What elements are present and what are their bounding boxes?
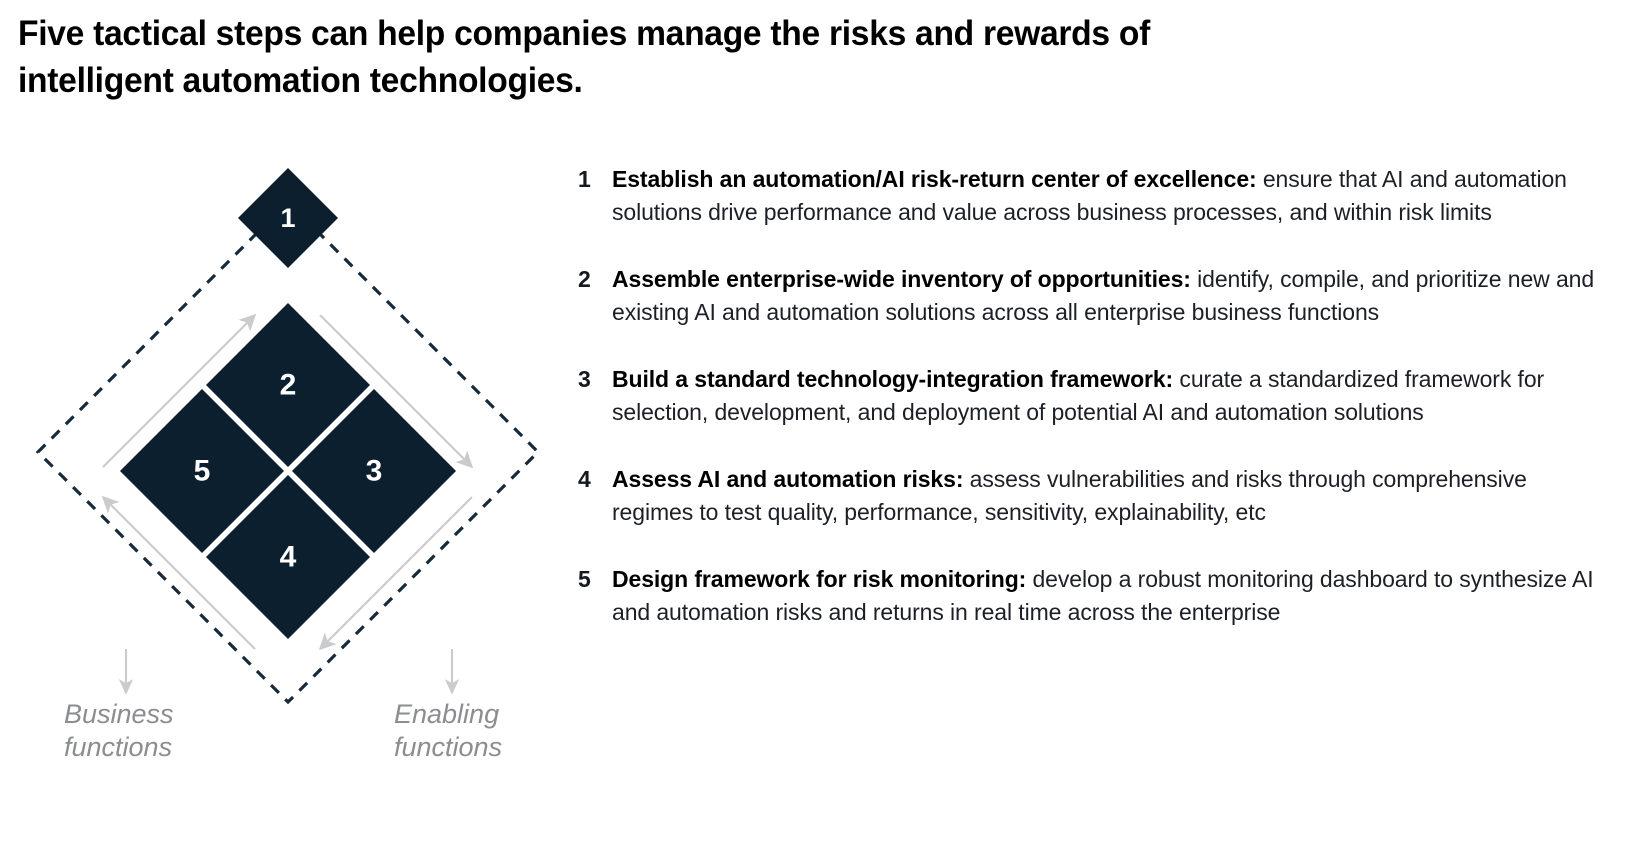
step-3-number: 3 bbox=[578, 366, 591, 392]
dashed-outer-diamond bbox=[35, 199, 541, 705]
diagram-node-4-label: 4 bbox=[280, 541, 297, 574]
step-5-number: 5 bbox=[578, 566, 591, 592]
diagram-node-5-label: 5 bbox=[194, 455, 211, 488]
step-1-body: Establish an automation/AI risk-return c… bbox=[612, 163, 1613, 229]
step-1-title: Establish an automation/AI risk-return c… bbox=[612, 166, 1257, 192]
cycle-arrow-2-to-3 bbox=[319, 314, 474, 469]
page-title: Five tactical steps can help companies m… bbox=[18, 10, 1458, 104]
step-4-title: Assess AI and automation risks: bbox=[612, 466, 964, 492]
diagram-node-1[interactable]: 1 bbox=[238, 168, 338, 268]
diagram-node-2-label: 2 bbox=[280, 369, 297, 402]
step-3-body: Build a standard technology-integration … bbox=[612, 363, 1613, 429]
diagram-node-5[interactable]: 5 bbox=[120, 389, 284, 553]
step-item-4: 4 Assess AI and automation risks: assess… bbox=[578, 463, 1613, 529]
step-item-2: 2 Assemble enterprise-wide inventory of … bbox=[578, 263, 1613, 329]
step-4-body: Assess AI and automation risks: assess v… bbox=[612, 463, 1613, 529]
page-title-line-2: intelligent automation technologies. bbox=[18, 61, 583, 100]
step-4-description: assess vulnerabilities and risks through… bbox=[612, 466, 1527, 525]
step-3-description: curate a standardized framework for sele… bbox=[612, 366, 1545, 425]
page-title-line-1: Five tactical steps can help companies m… bbox=[18, 14, 1151, 53]
step-1-number: 1 bbox=[578, 166, 591, 192]
step-2-number: 2 bbox=[578, 266, 591, 292]
step-item-3: 3 Build a standard technology-integratio… bbox=[578, 363, 1613, 429]
step-4-number: 4 bbox=[578, 466, 591, 492]
step-item-5: 5 Design framework for risk monitoring: … bbox=[578, 563, 1613, 629]
diagram-node-4[interactable]: 4 bbox=[206, 475, 370, 639]
business-functions-label: Business functions bbox=[64, 699, 174, 762]
diagram-node-3[interactable]: 3 bbox=[292, 389, 456, 553]
step-2-description: identify, compile, and prioritize new an… bbox=[612, 266, 1595, 325]
step-2-body: Assemble enterprise-wide inventory of op… bbox=[612, 263, 1613, 329]
step-item-1: 1 Establish an automation/AI risk-return… bbox=[578, 163, 1613, 229]
diagram-node-1-label: 1 bbox=[280, 203, 295, 233]
cycle-arrows bbox=[101, 313, 474, 651]
step-2-title: Assemble enterprise-wide inventory of op… bbox=[612, 266, 1191, 292]
enabling-functions-label: Enabling functions bbox=[394, 699, 503, 762]
steps-list: 1 Establish an automation/AI risk-return… bbox=[578, 163, 1613, 629]
diagram-node-3-label: 3 bbox=[366, 455, 383, 488]
cycle-arrow-5-to-2 bbox=[102, 313, 257, 468]
cycle-arrow-3-to-4 bbox=[318, 496, 473, 651]
diagram-node-2[interactable]: 2 bbox=[206, 303, 370, 467]
cycle-arrow-4-to-5 bbox=[101, 495, 256, 650]
step-3-title: Build a standard technology-integration … bbox=[612, 366, 1174, 392]
step-5-description: develop a robust monitoring dashboard to… bbox=[612, 566, 1594, 625]
inner-diamond-cluster: 2 3 4 5 bbox=[120, 303, 456, 639]
step-5-title: Design framework for risk monitoring: bbox=[612, 566, 1027, 592]
step-1-description: ensure that AI and automation solutions … bbox=[612, 166, 1567, 225]
step-5-body: Design framework for risk monitoring: de… bbox=[612, 563, 1613, 629]
diamond-cycle-diagram: 2 3 4 5 1 Business func bbox=[0, 140, 580, 820]
